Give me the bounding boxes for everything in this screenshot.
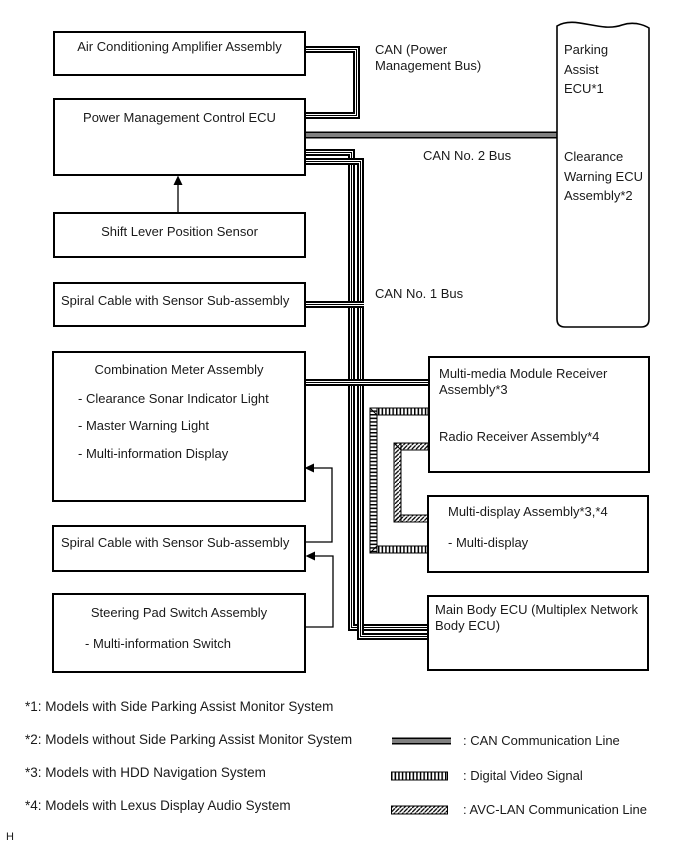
legend-can-label: : CAN Communication Line (463, 733, 620, 748)
clearance-warning-ecu-label: Clearance Warning ECU Assembly*2 (564, 149, 643, 203)
box-power-management-ecu: Power Management Control ECU (53, 98, 306, 176)
box-steering-pad-switch: Steering Pad Switch Assembly - Multi-inf… (52, 593, 306, 673)
parking-assist-ecu-label: Parking Assist ECU*1 (564, 42, 609, 96)
can-power-management-loop-line (305, 46, 360, 119)
spiral2-to-meter-arrow (304, 463, 333, 543)
box-multimedia-module-receiver: Multi-media Module Receiver Assembly*3 R… (428, 356, 650, 473)
label-can-no1-bus: CAN No. 1 Bus (375, 286, 464, 301)
can-trunk-line-b (305, 158, 429, 640)
meter-item-master-warning: - Master Warning Light (78, 418, 210, 434)
footnote-3: *3: Models with HDD Navigation System (25, 765, 266, 780)
meter-item-clearance-sonar: - Clearance Sonar Indicator Light (78, 390, 269, 406)
box-title: Steering Pad Switch Assembly (90, 605, 268, 620)
can-trunk-line-a (305, 149, 429, 631)
shift-lever-arrow (173, 175, 183, 212)
box-spiral-cable-2: Spiral Cable with Sensor Sub-assembly (52, 525, 306, 572)
can-line-symbol (392, 737, 451, 744)
legend-row-avc-lan: : AVC-LAN Communication Line (391, 802, 647, 817)
steering-to-spiral2-arrow (305, 551, 334, 628)
digital-video-signal-line (369, 407, 429, 554)
legend-digital-video-label: : Digital Video Signal (463, 768, 583, 783)
box-label: Spiral Cable with Sensor Sub-assembly (61, 293, 290, 308)
box-label: Main Body ECU (Multiplex Network Body EC… (435, 602, 639, 633)
box-shift-lever-sensor: Shift Lever Position Sensor (53, 212, 306, 258)
multi-display-item: - Multi-display (448, 534, 529, 550)
avc-lan-symbol (391, 805, 448, 814)
legend-row-can: : CAN Communication Line (391, 733, 620, 748)
label-can-no2-bus: CAN No. 2 Bus (423, 148, 512, 163)
parking-assist-box-outline (556, 21, 650, 328)
box-combination-meter: Combination Meter Assembly - Clearance S… (52, 351, 306, 502)
legend-avc-lan-label: : AVC-LAN Communication Line (463, 802, 648, 817)
footnote-1: *1: Models with Side Parking Assist Moni… (25, 699, 334, 714)
box-main-body-ecu: Main Body ECU (Multiplex Network Body EC… (427, 595, 649, 671)
radio-receiver-label: Radio Receiver Assembly*4 (439, 429, 600, 445)
box-label: Spiral Cable with Sensor Sub-assembly (61, 535, 290, 550)
box-label: Shift Lever Position Sensor (101, 224, 258, 239)
digital-video-symbol (391, 771, 448, 780)
box-title: Multi-media Module Receiver Assembly*3 (439, 366, 608, 397)
box-air-conditioning-amplifier: Air Conditioning Amplifier Assembly (53, 31, 306, 76)
box-label: Power Management Control ECU (83, 110, 276, 125)
box-title: Multi-display Assembly*3,*4 (448, 504, 608, 519)
box-spiral-cable-1: Spiral Cable with Sensor Sub-assembly (53, 282, 306, 327)
meter-item-multi-info-display: - Multi-information Display (78, 445, 229, 461)
footnote-4: *4: Models with Lexus Display Audio Syst… (25, 798, 291, 813)
page-mark: H (6, 831, 14, 843)
label-can-power-management-bus: CAN (Power Management Bus) (375, 42, 482, 74)
avc-lan-line (393, 442, 429, 523)
footnote-2: *2: Models without Side Parking Assist M… (25, 732, 353, 747)
box-title: Combination Meter Assembly (94, 362, 264, 377)
box-multi-display: Multi-display Assembly*3,*4 - Multi-disp… (427, 495, 649, 573)
box-label: Air Conditioning Amplifier Assembly (77, 39, 282, 54)
legend-row-digital-video: : Digital Video Signal (391, 768, 583, 783)
steering-item-multi-info-switch: - Multi-information Switch (85, 635, 231, 651)
